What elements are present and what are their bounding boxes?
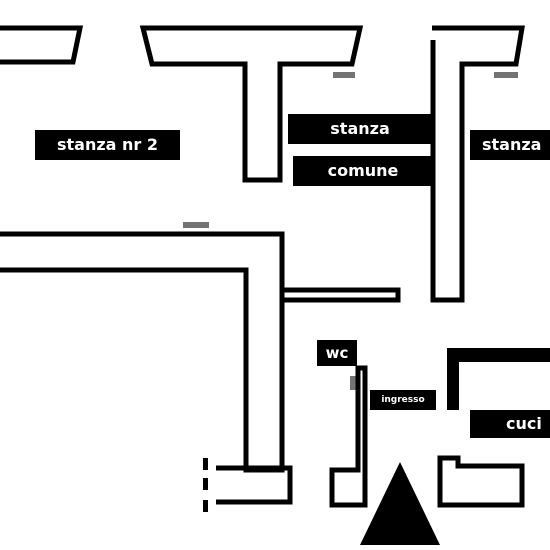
label-room-2: stanza nr 2: [35, 130, 180, 160]
label-kitchen: cuci: [470, 410, 550, 438]
radiator: [494, 72, 518, 78]
wall-bottom-left: [216, 465, 293, 505]
radiator: [333, 72, 355, 78]
wall-top-right: [430, 25, 525, 303]
label-wc: wc: [317, 340, 357, 366]
label-common-room-line1: stanza: [288, 114, 432, 144]
wall-kitchen: [447, 348, 550, 362]
entrance-arrow: [360, 462, 440, 545]
wall-bottom-right: [437, 455, 525, 508]
door-marker: [203, 500, 208, 512]
wall-wc: [329, 365, 368, 508]
wall-top-left: [0, 25, 84, 65]
radiator: [183, 222, 209, 228]
radiator: [350, 376, 356, 390]
label-common-room-line2: comune: [293, 156, 433, 186]
door-marker: [203, 478, 208, 490]
wall-t-shape: [139, 25, 364, 183]
label-room-right: stanza: [470, 130, 550, 160]
wall-kitchen-post: [447, 348, 459, 410]
door-marker: [203, 458, 208, 470]
wall-corridor: [0, 231, 285, 473]
label-entrance: ingresso: [370, 390, 436, 410]
wall-shelf: [282, 287, 401, 303]
